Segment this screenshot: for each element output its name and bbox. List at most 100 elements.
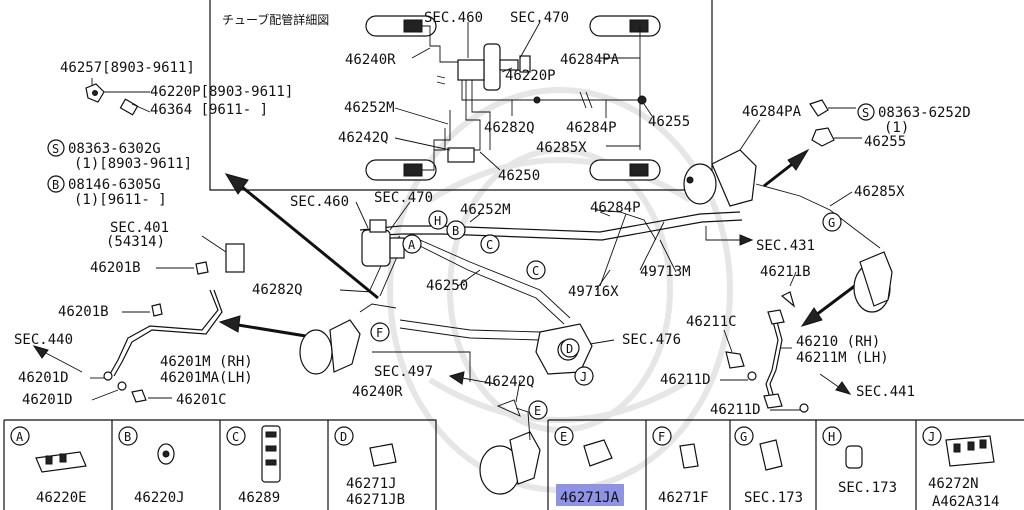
clip-46271F-icon <box>679 443 699 469</box>
inset-booster <box>457 43 531 91</box>
caliper-rear-right <box>853 251 893 313</box>
clip-46272N-icon <box>945 435 995 467</box>
label-46284PA-tr: 46284PA <box>742 104 802 120</box>
detail-caption-E: 46271JA <box>560 490 620 506</box>
detail-box-F[interactable]: F 46271F <box>652 426 709 506</box>
inset-label-46220P: 46220P <box>505 68 556 84</box>
inset-label-46242Q: 46242Q <box>338 130 389 146</box>
label-sec441: SEC.441 <box>856 384 915 400</box>
label-46201B-a: 46201B <box>90 260 141 276</box>
inset-label-46250: 46250 <box>498 168 540 184</box>
detail-box-E[interactable]: E 46271JA <box>554 426 620 506</box>
label-46201MA: 46201MA(LH) <box>160 370 253 386</box>
label-08146-6305G: 08146-6305G <box>68 177 161 193</box>
detail-box-B[interactable]: B 46220J <box>118 426 185 506</box>
inset-label-46282Q: 46282Q <box>484 120 535 136</box>
detail-caption-B: 46220J <box>134 490 185 506</box>
detail-box-C[interactable]: C 46289 <box>226 425 281 506</box>
center-labels: SEC.460 SEC.470 46252M 46284P 49713M 497… <box>252 190 691 403</box>
inset-tube-detail: チューブ配管詳細図 <box>209 0 713 191</box>
label-sec460: SEC.460 <box>290 194 349 210</box>
group-top-left: 46257[8903-9611] 46220P[8903-9611] 46364… <box>47 60 293 208</box>
detail-row-right <box>547 419 1024 510</box>
label-qty-b: (1)[9611- ] <box>74 192 167 208</box>
inset-label-46255: 46255 <box>648 114 690 130</box>
marker-D: D <box>566 342 573 356</box>
label-46250: 46250 <box>426 278 468 294</box>
inset-label-sec460: SEC.460 <box>424 10 483 26</box>
clip-46271JA-icon <box>583 439 613 467</box>
label-46211D-a: 46211D <box>660 372 711 388</box>
s-mark-icon-tl <box>47 139 65 157</box>
label-sec476: SEC.476 <box>622 332 681 348</box>
s-mark-tl: S <box>52 142 59 156</box>
label-46257: 46257[8903-9611] <box>60 60 195 76</box>
inset-label-46285X: 46285X <box>536 140 587 156</box>
detail-caption-H: SEC.173 <box>838 480 897 496</box>
marker-H: H <box>434 214 441 228</box>
master-cylinder <box>361 219 405 267</box>
label-46364: 46364 [9611- ] <box>150 102 268 118</box>
highlight-46271JA <box>556 484 624 506</box>
marker-C1: C <box>486 238 493 252</box>
detail-letter-H: H <box>828 430 835 444</box>
s-mark-tr: S <box>862 106 869 120</box>
inset-label-sec470: SEC.470 <box>510 10 569 26</box>
group-left-hose: SEC.401 (54314) 46201B 46201B SEC.440 46… <box>14 220 253 408</box>
clip-46289-icon <box>261 425 281 483</box>
detail-box-H[interactable]: H SEC.173 <box>822 426 897 496</box>
detail-letter-D: D <box>340 430 347 444</box>
label-sec440: SEC.440 <box>14 332 73 348</box>
label-sec431: SEC.431 <box>756 238 815 254</box>
detail-letter-J: J <box>928 430 935 444</box>
marker-C2: C <box>532 264 539 278</box>
detail-caption-D2: 46271JB <box>346 492 405 508</box>
label-46242Q: 46242Q <box>484 374 535 390</box>
label-49713M: 49713M <box>640 264 691 280</box>
group-right-hose: 46211B 46211C 46211D 46211D 46210 (RH) 4… <box>660 264 915 418</box>
s-mark-icon-tr <box>857 103 875 121</box>
label-46211B-r: 46211B <box>760 264 811 280</box>
plug-sec173-h-icon <box>845 445 863 469</box>
bracket-54314-icon <box>225 243 245 273</box>
detail-box-D[interactable]: D 46271J 46271JB <box>334 426 405 508</box>
group-top-right: S 08363-6252D (1) 46255 46284PA 46285X S… <box>683 99 971 313</box>
detail-box-G[interactable]: G SEC.173 <box>734 426 803 506</box>
b-mark-tl: B <box>52 178 59 192</box>
label-46220P-tl: 46220P[8903-9611] <box>150 84 293 100</box>
inset-label-46284PA: 46284PA <box>560 52 620 68</box>
detail-letter-C: C <box>232 430 239 444</box>
label-46211D-b: 46211D <box>710 402 761 418</box>
label-46255-tr: 46255 <box>864 134 906 150</box>
label-08363-6302G: 08363-6302G <box>68 141 161 157</box>
detail-caption-A: 46220E <box>36 490 87 506</box>
marker-F: F <box>376 326 383 340</box>
detail-box-J[interactable]: J 46272N <box>922 426 995 492</box>
marker-J: J <box>580 370 587 384</box>
label-54314: (54314) <box>106 234 165 250</box>
clip-sec173-g-icon <box>759 439 783 471</box>
caliper-front-left <box>299 319 361 375</box>
label-46201C: 46201C <box>176 392 227 408</box>
label-qty-tr: (1) <box>884 120 909 136</box>
detail-letter-A: A <box>16 430 24 444</box>
caliper-rear-left <box>479 431 541 495</box>
detail-caption-J: 46272N <box>928 476 979 492</box>
marker-G: G <box>828 216 835 230</box>
clip-46271J-icon <box>369 443 397 467</box>
marker-A: A <box>408 238 416 252</box>
b-mark-icon-tl <box>47 175 65 193</box>
inset-title: チューブ配管詳細図 <box>222 12 329 27</box>
inset-tubes <box>422 25 647 171</box>
detail-letter-B: B <box>124 430 131 444</box>
inset-leaders <box>394 21 653 171</box>
label-46285X-tr: 46285X <box>854 184 905 200</box>
detail-box-A[interactable]: A 46220E <box>10 426 87 506</box>
label-46201D-b: 46201D <box>22 392 73 408</box>
label-46284P: 46284P <box>590 200 641 216</box>
label-sec497: SEC.497 <box>374 364 433 380</box>
detail-caption-C: 46289 <box>238 490 280 506</box>
label-qty-a: (1)[8903-9611] <box>74 156 192 172</box>
marker-E: E <box>534 404 541 418</box>
